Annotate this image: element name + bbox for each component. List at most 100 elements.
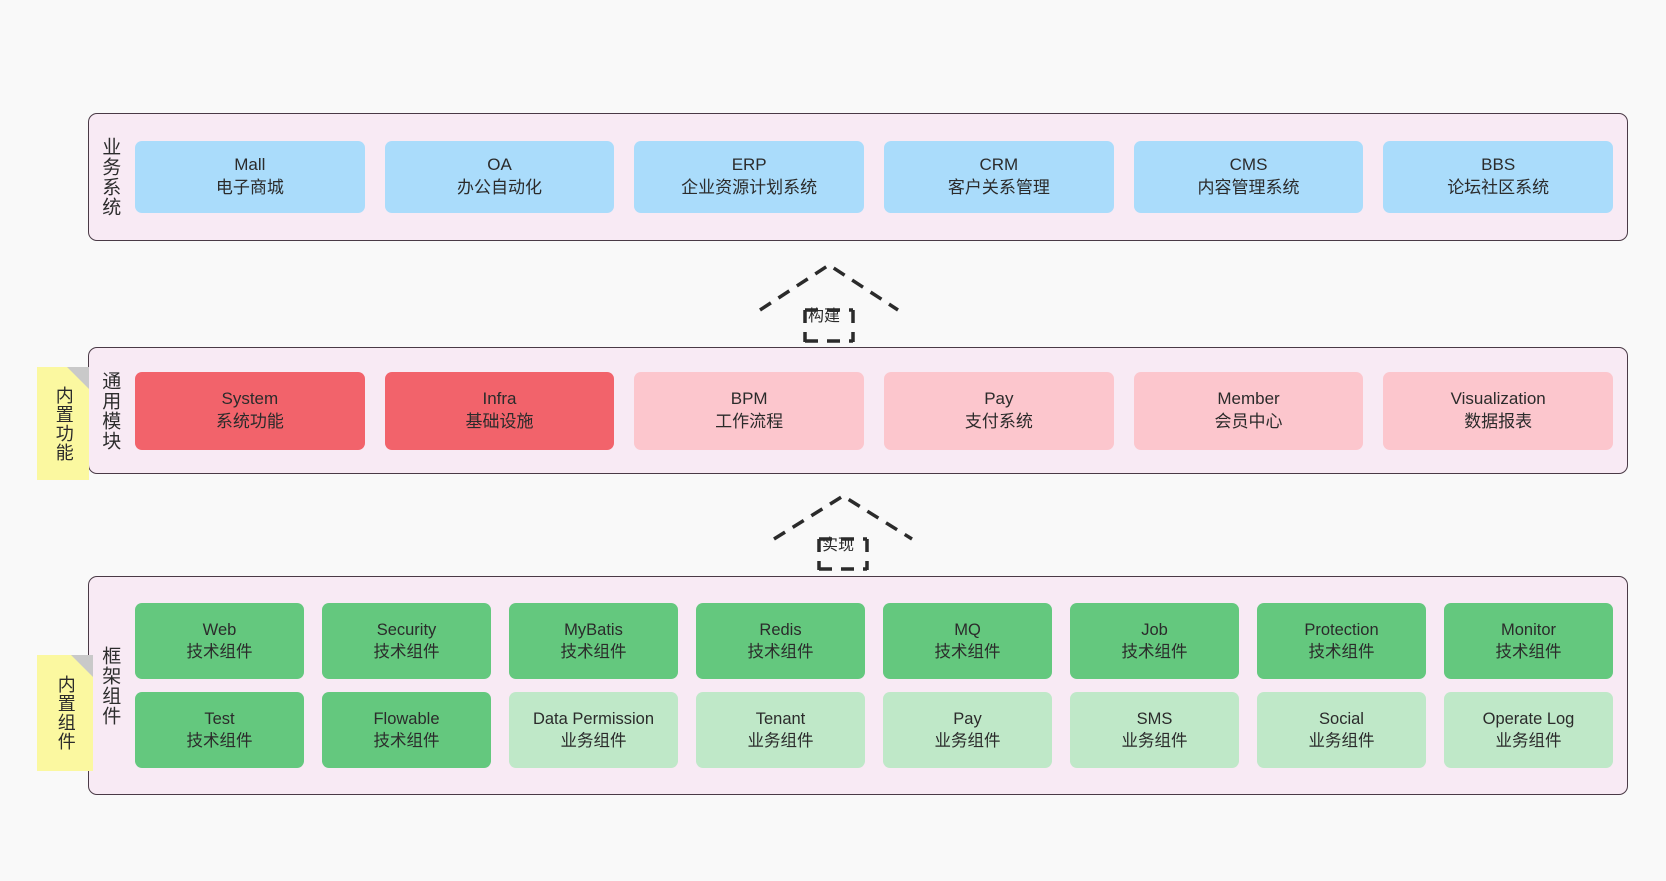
layer-business-systems: 业务系统 Mall 电子商城 OA 办公自动化 ERP 企业资源计划系统 CRM… (88, 113, 1628, 241)
card-title: Security (376, 620, 437, 639)
card-bpm[interactable]: BPM 工作流程 (634, 371, 865, 450)
arrow-build-glyph (759, 262, 899, 343)
card-mq[interactable]: MQ 技术组件 (883, 603, 1052, 679)
card-security[interactable]: Security 技术组件 (322, 603, 491, 679)
arrow-implement: 实现 (772, 493, 914, 571)
card-title: BPM (730, 388, 768, 408)
card-crm[interactable]: CRM 客户关系管理 (884, 141, 1114, 213)
arrow-implement-glyph (773, 493, 913, 571)
card-web[interactable]: Web 技术组件 (135, 603, 304, 679)
card-bbs[interactable]: BBS 论坛社区系统 (1383, 141, 1614, 213)
card-subtitle: 客户关系管理 (947, 178, 1050, 197)
card-title: Member (1217, 388, 1280, 408)
arrow-implement-label: 实现 (822, 537, 855, 554)
card-subtitle: 办公自动化 (457, 178, 542, 197)
card-subtitle: 系统功能 (215, 411, 284, 431)
card-subtitle: 技术组件 (1495, 643, 1562, 661)
layer-business-body: Mall 电子商城 OA 办公自动化 ERP 企业资源计划系统 CRM 客户关系… (129, 114, 1627, 240)
note-builtin-component-label: 内置组件 (55, 675, 76, 751)
layer-framework-body: Web 技术组件 Security 技术组件 MyBatis 技术组件 Redi… (129, 577, 1627, 794)
card-monitor[interactable]: Monitor 技术组件 (1444, 603, 1613, 679)
card-tenant[interactable]: Tenant 业务组件 (696, 692, 865, 768)
layer-business-label: 业务系统 (99, 137, 121, 217)
card-social[interactable]: Social 业务组件 (1257, 692, 1426, 768)
card-mybatis[interactable]: MyBatis 技术组件 (509, 603, 678, 679)
card-subtitle: 技术组件 (373, 643, 440, 661)
business-card-row: Mall 电子商城 OA 办公自动化 ERP 企业资源计划系统 CRM 客户关系… (135, 141, 1614, 213)
card-title: MQ (954, 620, 981, 639)
common-card-row: System 系统功能 Infra 基础设施 BPM 工作流程 Pay 支付系统… (135, 371, 1614, 450)
layer-common-label: 通用模块 (99, 370, 121, 451)
card-subtitle: 数据报表 (1464, 411, 1533, 431)
card-subtitle: 工作流程 (715, 411, 784, 431)
card-subtitle: 技术组件 (934, 643, 1001, 661)
card-subtitle: 业务组件 (934, 732, 1001, 750)
card-title: Flowable (373, 709, 440, 728)
card-subtitle: 论坛社区系统 (1447, 178, 1550, 197)
card-title: Redis (759, 620, 802, 639)
card-title: Infra (482, 388, 517, 408)
card-subtitle: 电子商城 (215, 178, 284, 197)
card-title: Operate Log (1482, 709, 1575, 728)
card-test[interactable]: Test 技术组件 (135, 692, 304, 768)
card-title: OA (487, 155, 512, 175)
note-builtin-function-label: 内置功能 (53, 385, 74, 462)
card-title: Monitor (1500, 620, 1557, 639)
card-title: Test (204, 709, 235, 728)
card-visualization[interactable]: Visualization 数据报表 (1383, 371, 1614, 450)
card-title: System (221, 388, 279, 408)
layer-common-modules: 通用模块 System 系统功能 Infra 基础设施 BPM 工作流程 Pay… (88, 347, 1628, 474)
card-title: CRM (979, 155, 1019, 175)
card-title: Protection (1304, 620, 1379, 639)
layer-common-body: System 系统功能 Infra 基础设施 BPM 工作流程 Pay 支付系统… (129, 348, 1627, 473)
card-title: MyBatis (564, 620, 623, 639)
card-subtitle: 业务组件 (560, 732, 627, 750)
card-system[interactable]: System 系统功能 (135, 371, 365, 450)
card-subtitle: 内容管理系统 (1197, 178, 1300, 197)
card-data-permission[interactable]: Data Permission 业务组件 (509, 692, 678, 768)
card-protection[interactable]: Protection 技术组件 (1257, 603, 1426, 679)
card-oa[interactable]: OA 办公自动化 (384, 141, 615, 213)
card-subtitle: 业务组件 (1308, 732, 1375, 750)
note-builtin-function: 内置功能 (37, 367, 89, 480)
layer-framework-components: 框架组件 Web 技术组件 Security 技术组件 MyBatis 技术组件… (88, 576, 1628, 795)
card-subtitle: 企业资源计划系统 (681, 178, 818, 197)
card-pay-component[interactable]: Pay 业务组件 (883, 692, 1052, 768)
framework-biz-row: Test 技术组件 Flowable 技术组件 Data Permission … (135, 692, 1613, 768)
card-job[interactable]: Job 技术组件 (1070, 603, 1239, 679)
card-infra[interactable]: Infra 基础设施 (384, 371, 615, 450)
card-subtitle: 支付系统 (964, 411, 1033, 431)
card-subtitle: 技术组件 (186, 643, 253, 661)
card-member[interactable]: Member 会员中心 (1133, 371, 1364, 450)
card-title: Pay (953, 709, 982, 728)
card-flowable[interactable]: Flowable 技术组件 (322, 692, 491, 768)
card-title: Visualization (1450, 388, 1546, 408)
card-title: Social (1319, 709, 1364, 728)
card-title: Data Permission (532, 709, 655, 728)
card-mall[interactable]: Mall 电子商城 (135, 141, 365, 213)
card-title: Job (1141, 620, 1168, 639)
layer-framework-label: 框架组件 (99, 645, 121, 726)
card-title: ERP (731, 155, 767, 175)
card-subtitle: 业务组件 (1495, 732, 1562, 750)
card-operate-log[interactable]: Operate Log 业务组件 (1444, 692, 1613, 768)
card-title: Pay (984, 388, 1014, 408)
note-builtin-component: 内置组件 (37, 655, 93, 771)
card-title: Tenant (755, 709, 806, 728)
card-cms[interactable]: CMS 内容管理系统 (1133, 141, 1364, 213)
card-subtitle: 基础设施 (465, 411, 534, 431)
card-subtitle: 技术组件 (1121, 643, 1188, 661)
card-title: CMS (1229, 155, 1268, 175)
card-subtitle: 技术组件 (1308, 643, 1375, 661)
card-redis[interactable]: Redis 技术组件 (696, 603, 865, 679)
card-subtitle: 业务组件 (1121, 732, 1188, 750)
arrow-build: 构建 (758, 262, 900, 343)
card-erp[interactable]: ERP 企业资源计划系统 (634, 141, 865, 213)
card-subtitle: 技术组件 (560, 643, 627, 661)
card-title: Web (202, 620, 237, 639)
card-pay-module[interactable]: Pay 支付系统 (884, 371, 1114, 450)
note-fold-corner-icon (71, 655, 93, 677)
card-sms[interactable]: SMS 业务组件 (1070, 692, 1239, 768)
card-title: SMS (1136, 709, 1173, 728)
